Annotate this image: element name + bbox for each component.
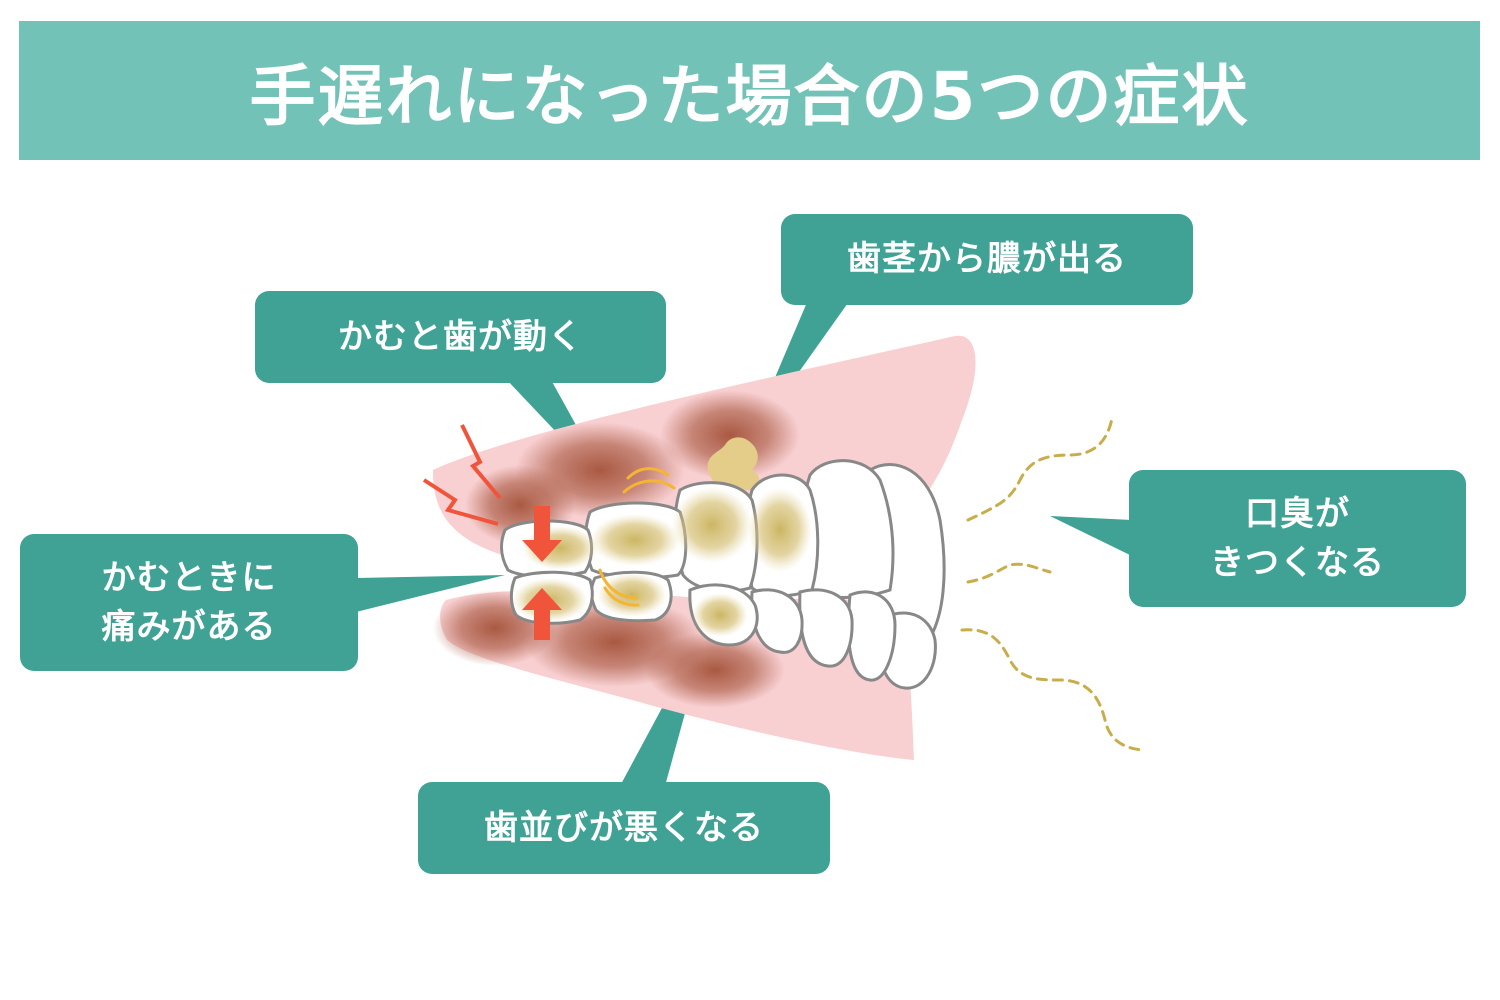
pressure-arrow-icon xyxy=(522,506,562,640)
callout-tooth-moves: かむと歯が動く xyxy=(255,291,666,383)
pus-icon xyxy=(707,437,760,491)
callout-bad-breath: 口臭が きつくなる xyxy=(1129,470,1466,607)
callout-tooth-moves-text: かむと歯が動く xyxy=(338,316,583,357)
title-banner: 手遅れになった場合の5つの症状 xyxy=(19,21,1480,160)
callout-breath-line-2: きつくなる xyxy=(1210,542,1385,583)
callout-misalignment-text: 歯並びが悪くなる xyxy=(484,807,764,848)
callout-breath-line-1: 口臭が xyxy=(1245,494,1350,535)
callout-gum-pus: 歯茎から膿が出る xyxy=(781,214,1193,305)
odor-icon xyxy=(960,416,1144,752)
callout-pain-line-2: 痛みがある xyxy=(101,606,277,647)
callout-misalignment: 歯並びが悪くなる xyxy=(418,782,830,874)
callout-pointer-breath xyxy=(1050,516,1132,556)
callout-pain-when-biting: かむときに 痛みがある xyxy=(20,534,358,671)
callout-pain-line-1: かむときに xyxy=(101,558,277,599)
page-title: 手遅れになった場合の5つの症状 xyxy=(249,57,1250,135)
pain-lightning-icon xyxy=(422,424,502,526)
vibration-icon xyxy=(598,467,676,607)
callout-gum-pus-text: 歯茎から膿が出る xyxy=(847,239,1127,280)
callout-pointer-pain xyxy=(356,575,505,612)
